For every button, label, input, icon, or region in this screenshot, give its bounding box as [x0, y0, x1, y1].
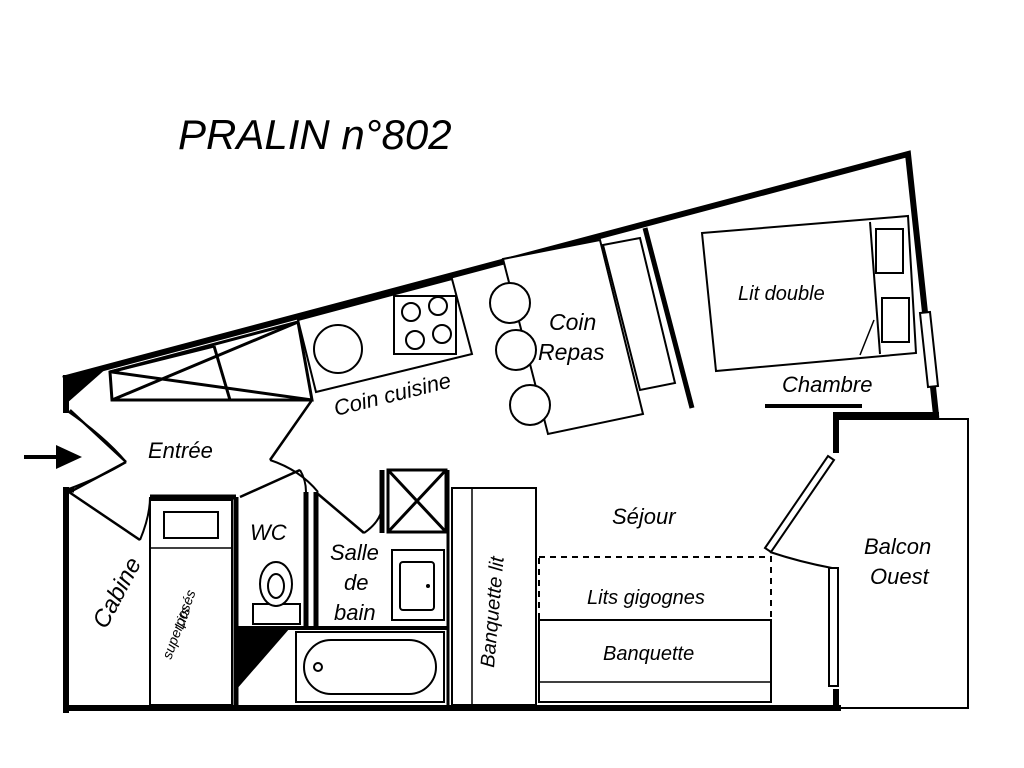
- interior-partitions: [65, 468, 450, 708]
- bench-label: Banquette: [603, 643, 694, 665]
- cabine-label: Cabine: [87, 553, 147, 633]
- sejour-label: Séjour: [612, 504, 677, 529]
- balcony-door: [763, 454, 839, 687]
- salle-label-3: bain: [334, 600, 376, 625]
- entrance-storage: [108, 320, 314, 402]
- salle-label-2: de: [344, 570, 368, 595]
- bedroom-window: [918, 310, 940, 389]
- balcon-label-1: Balcon: [864, 534, 931, 559]
- bunk-label-1: Lits: [171, 605, 193, 631]
- bathtub-icon: [295, 631, 445, 703]
- cooktop-icon: [401, 296, 452, 350]
- bunk-beds: [149, 499, 233, 706]
- toilet-icon: [252, 561, 301, 625]
- repas-label-1: Coin: [549, 309, 596, 335]
- entrance-doors: [65, 399, 319, 494]
- plan-title: PRALIN n°802: [178, 111, 452, 158]
- dining-area: [489, 236, 677, 436]
- wc-label: WC: [250, 520, 287, 545]
- double-bed: [700, 214, 918, 373]
- balcon-label-2: Ouest: [870, 564, 930, 589]
- chambre-label: Chambre: [782, 372, 872, 397]
- sofa-bed: [451, 487, 537, 706]
- entree-label: Entrée: [148, 438, 213, 463]
- salle-label-1: Salle: [330, 540, 379, 565]
- sink-icon: [391, 549, 445, 621]
- trundle-beds: [538, 556, 772, 703]
- balcony-outline: [836, 418, 969, 709]
- repas-label-2: Repas: [538, 339, 605, 365]
- shower-box: [386, 468, 448, 534]
- chambre-partition: [642, 227, 862, 409]
- entry-arrow-icon: [24, 445, 82, 469]
- trundle-label: Lits gigognes: [587, 587, 705, 609]
- bed-label: Lit double: [738, 283, 825, 305]
